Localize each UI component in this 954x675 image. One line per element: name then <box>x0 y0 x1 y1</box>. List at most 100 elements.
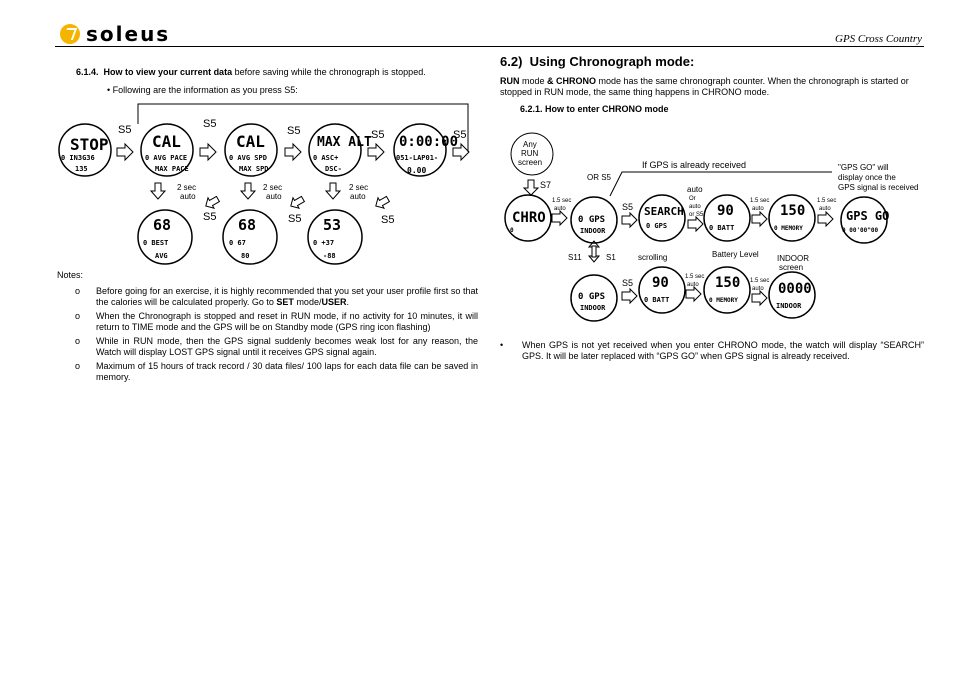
svg-text:INDOOR: INDOOR <box>776 302 802 310</box>
svg-text:53: 53 <box>323 216 341 234</box>
loop-back-line <box>137 103 469 152</box>
note-item: o Before going for an exercise, it is hi… <box>75 286 478 307</box>
svg-text:Or: Or <box>689 196 696 202</box>
right-arrow-icon <box>751 210 768 228</box>
svg-text:STOP: STOP <box>70 135 109 154</box>
svg-text:0 BATT: 0 BATT <box>709 224 734 232</box>
right-arrow-icon <box>284 142 302 162</box>
svg-text:auto: auto <box>266 192 282 201</box>
svg-text:If GPS is already received: If GPS is already received <box>642 160 746 170</box>
press-s5-label: S5 <box>371 129 384 141</box>
svg-text:GPS GO: GPS GO <box>846 209 889 223</box>
svg-text:0 AVG SPD: 0 AVG SPD <box>229 154 267 162</box>
watch-screen: 90 0 BATT <box>638 266 686 314</box>
section-title-6-2: 6.2) Using Chronograph mode: <box>500 54 695 69</box>
right-arrow-icon <box>452 142 470 162</box>
watch-screen: 0:00:00 051-LAP01- 0.00 <box>393 123 458 177</box>
svg-text:CAL: CAL <box>236 132 265 151</box>
notes-list: o Before going for an exercise, it is hi… <box>75 286 478 386</box>
svg-text:051-LAP01-: 051-LAP01- <box>396 154 438 162</box>
right-arrow-icon <box>199 142 217 162</box>
svg-text:0 IN3G36: 0 IN3G36 <box>61 154 95 162</box>
svg-text:1.5 sec: 1.5 sec <box>685 274 704 280</box>
svg-text:90: 90 <box>652 275 669 291</box>
svg-text:INDOOR: INDOOR <box>580 304 606 312</box>
watch-screen: 0000 INDOOR <box>768 271 816 319</box>
right-arrow-icon <box>621 211 638 229</box>
right-arrow-icon <box>116 142 134 162</box>
diagonal-arrow-icon <box>290 195 306 209</box>
svg-text:auto: auto <box>752 286 764 292</box>
svg-text:MAX PACE: MAX PACE <box>155 165 189 173</box>
svg-text:0 BEST: 0 BEST <box>143 239 168 247</box>
svg-text:RUN: RUN <box>521 149 539 158</box>
press-s5-label: S5 <box>203 118 216 130</box>
svg-text:S5: S5 <box>622 202 633 212</box>
svg-text:0 MEMORY: 0 MEMORY <box>774 225 803 232</box>
svg-text:auto: auto <box>819 206 831 212</box>
subsection-heading-6-1-4: 6.1.4. How to view your current data bef… <box>76 67 426 77</box>
diagonal-arrow-icon <box>375 195 391 209</box>
svg-text:0 AVG PACE: 0 AVG PACE <box>145 154 187 162</box>
press-s5-label: S5 <box>453 129 466 141</box>
svg-text:MAX SPD: MAX SPD <box>239 165 269 173</box>
right-arrow-icon <box>751 289 768 307</box>
svg-text:display once the: display once the <box>838 173 896 182</box>
right-arrow-icon <box>817 210 834 228</box>
svg-text:2 sec: 2 sec <box>349 183 368 192</box>
svg-text:90: 90 <box>717 203 734 219</box>
watch-screen: 150 0 MEMORY <box>703 266 751 314</box>
svg-text:screen: screen <box>779 263 803 272</box>
watch-screen: 90 0 BATT <box>703 194 751 242</box>
svg-text:0:00:00: 0:00:00 <box>399 134 458 150</box>
watch-screen: STOP 0 IN3G36 135 <box>58 123 112 177</box>
svg-text:68: 68 <box>238 216 256 234</box>
svg-text:1.5 sec: 1.5 sec <box>552 198 571 204</box>
press-s5-label: S5 <box>203 211 216 223</box>
right-arrow-icon <box>621 287 638 305</box>
svg-text:auto: auto <box>180 192 196 201</box>
svg-text:S5: S5 <box>622 278 633 288</box>
watch-screen: 0 GPS INDOOR <box>570 274 618 322</box>
watch-screen: CAL 0 AVG PACE MAX PACE <box>140 123 194 177</box>
header-divider <box>55 46 924 47</box>
svg-text:screen: screen <box>518 158 542 167</box>
watch-screen: SEARCH 0 GPS <box>638 194 686 242</box>
gps-search-bullet: •When GPS is not yet received when you e… <box>500 340 924 361</box>
brand-name: soleus <box>86 22 171 46</box>
svg-text:AVG: AVG <box>155 252 168 260</box>
watch-screen: 68 0 67 80 <box>222 209 278 265</box>
press-s5-label: S5 <box>381 214 394 226</box>
watch-screen: GPS GO 0 00'00"00 <box>840 196 889 244</box>
svg-text:S11: S11 <box>568 253 582 262</box>
svg-text:CHRO: CHRO <box>512 210 546 226</box>
down-arrow-icon <box>587 245 601 263</box>
down-arrow-icon <box>522 179 540 196</box>
svg-text:0 BATT: 0 BATT <box>644 296 669 304</box>
svg-text:OR S5: OR S5 <box>587 173 612 182</box>
notes-label: Notes: <box>57 270 84 280</box>
svg-text:0 GPS: 0 GPS <box>578 292 605 302</box>
down-arrow-icon <box>149 182 167 200</box>
svg-text:CAL: CAL <box>152 132 181 151</box>
any-run-screen <box>510 132 554 176</box>
view-data-diagram: STOP 0 IN3G36 135 S5 CAL 0 AVG PACE MAX … <box>58 103 470 265</box>
press-s5-label: S5 <box>118 124 131 136</box>
svg-text:1.5 sec: 1.5 sec <box>817 198 836 204</box>
svg-text:S1: S1 <box>606 253 616 262</box>
watch-screen: CHRO 0 <box>504 194 552 242</box>
bullet-press-s5: • Following are the information as you p… <box>107 85 298 95</box>
right-arrow-icon <box>685 285 702 303</box>
svg-text:135: 135 <box>75 165 88 173</box>
svg-text:0 +37: 0 +37 <box>313 239 334 247</box>
svg-text:68: 68 <box>153 216 171 234</box>
down-arrow-icon <box>324 182 342 200</box>
svg-text:"GPS GO" will: "GPS GO" will <box>838 163 889 172</box>
svg-text:DSC-: DSC- <box>325 165 342 173</box>
svg-text:0 GPS: 0 GPS <box>646 222 667 230</box>
subsection-heading-6-2-1: 6.2.1. How to enter CHRONO mode <box>520 104 669 114</box>
watch-screen: 53 0 +37 -88 <box>307 209 363 265</box>
watch-screen: 150 0 MEMORY <box>768 194 816 242</box>
